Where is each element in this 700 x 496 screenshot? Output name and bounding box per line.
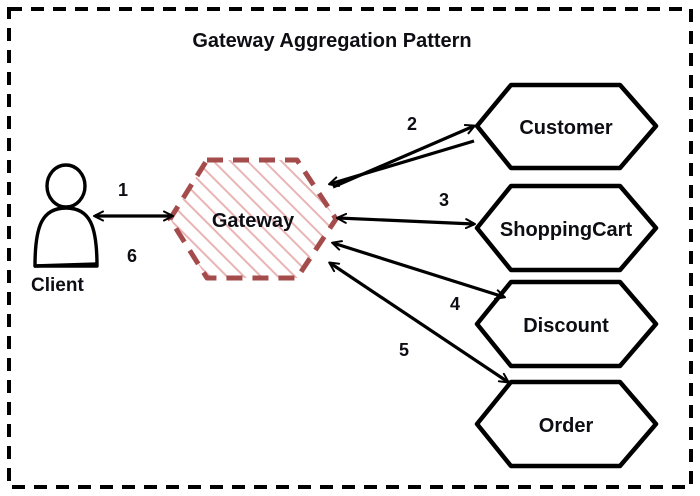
order-hexagon [474, 379, 659, 469]
connection-client-gateway: 1 6 [93, 180, 174, 266]
service-node-shoppingcart[interactable]: ShoppingCart [474, 183, 659, 273]
person-body-icon [33, 206, 99, 268]
connection-line-5 [328, 261, 510, 384]
discount-label: Discount [523, 315, 609, 337]
service-node-discount[interactable]: Discount [474, 279, 659, 369]
service-node-order[interactable]: Order [474, 379, 659, 469]
connection-label-2: 2 [407, 114, 417, 134]
gateway-label: Gateway [212, 210, 295, 232]
gateway-node[interactable]: Gateway [167, 157, 339, 281]
diagram-border [7, 7, 693, 489]
service-node-customer[interactable]: Customer [474, 82, 659, 171]
client-label: Client [31, 275, 84, 296]
connection-gateway-customer: 2 [328, 114, 476, 189]
connection-label-5: 5 [399, 340, 409, 360]
connection-gateway-discount: 4 [331, 240, 506, 314]
connection-line-3 [336, 212, 476, 230]
connection-label-1: 1 [118, 180, 128, 200]
diagram-title: Gateway Aggregation Pattern [192, 30, 471, 52]
connection-label-6: 6 [127, 246, 137, 266]
order-label: Order [539, 415, 594, 437]
customer-label: Customer [519, 117, 613, 139]
shoppingcart-hexagon [474, 183, 659, 273]
connection-line-2-return [328, 139, 475, 188]
person-head-icon [45, 163, 87, 209]
connection-label-4: 4 [450, 294, 460, 314]
connection-gateway-shoppingcart: 3 [336, 190, 476, 230]
connection-line-4 [331, 240, 506, 300]
connection-gateway-order: 5 [328, 261, 510, 384]
client-actor: Client [31, 163, 99, 296]
connection-label-3: 3 [439, 190, 449, 210]
person-base-icon [33, 262, 99, 268]
shoppingcart-label: ShoppingCart [500, 219, 633, 241]
gateway-hexagon-fill [170, 160, 336, 278]
customer-hexagon [474, 82, 659, 171]
